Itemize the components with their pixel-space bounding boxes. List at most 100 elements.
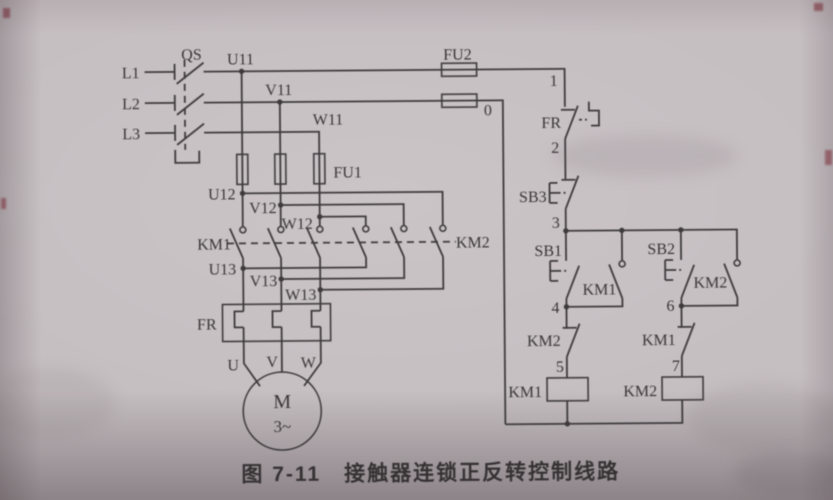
qs-handle [174, 149, 201, 164]
v12-rail [280, 203, 405, 226]
label-km1-aux: KM1 [582, 281, 616, 298]
label-fr-main: FR [197, 317, 217, 334]
label-u12: U12 [208, 186, 236, 203]
km2-coil: KM2 [564, 375, 704, 427]
fr-trip-symbol [587, 101, 600, 127]
label-km1-coil: KM1 [508, 384, 542, 401]
km1-aux-top-dot [619, 227, 625, 234]
fr-nc-blade [560, 105, 579, 140]
km1-interlock-contact: KM1 7 [642, 322, 696, 375]
sb2-actuator [664, 259, 674, 281]
node-3-dot [563, 228, 569, 234]
label-u11: U11 [227, 51, 254, 68]
fu1-fuse-v [273, 153, 287, 185]
motor-circle [242, 371, 323, 451]
sb1-actuator [549, 259, 559, 282]
label-km2-interlock: KM2 [527, 333, 561, 350]
label-u13: U13 [209, 261, 237, 278]
figure-caption: 图 7-11 接触器连锁正反转控制线路 [241, 459, 620, 486]
fu1-fuse-u [235, 153, 249, 186]
qs-switch: QS [173, 47, 205, 164]
sb2-branch-wire [679, 229, 683, 328]
bottom-junction-dot [564, 421, 571, 427]
l1-bus [203, 67, 566, 107]
fuse-fu1: FU1 [235, 71, 362, 227]
node-6-dot [678, 303, 685, 309]
km1-aux-leads [566, 230, 624, 308]
sb2-reverse-button: SB2 [647, 227, 695, 328]
contact-linkage [226, 240, 456, 245]
km2-aux-blade-leads [681, 263, 739, 307]
label-wire-4: 4 [551, 300, 559, 317]
label-km2-coil: KM2 [623, 383, 657, 400]
km1-c2-terminal [277, 225, 285, 234]
label-w13: W13 [285, 287, 316, 304]
fr-thermal-elements: FR [197, 257, 332, 387]
photo-speck [3, 8, 10, 18]
w-lower-run [303, 257, 322, 387]
label-km2-aux: KM2 [693, 275, 727, 292]
label-motor-v: V [266, 354, 278, 371]
label-sb1: SB1 [534, 243, 562, 260]
sb2-top-dot [678, 227, 684, 233]
node-v12-dot [277, 202, 284, 208]
node-w12-dot [317, 214, 323, 220]
km2-aux-terminal [733, 259, 741, 267]
sb1-forward-button: SB1 [534, 243, 580, 300]
km2-aux-contact: KM2 6 [666, 259, 741, 315]
km2-c2-terminal [400, 224, 408, 233]
label-wire-2: 2 [551, 140, 559, 157]
label-km1-interlock: KM1 [642, 332, 676, 349]
label-motor-w: W [301, 355, 317, 372]
km2-coil-box [661, 375, 704, 401]
fu2-fuse-1 [440, 62, 478, 78]
label-km1-main: KM1 [197, 236, 231, 253]
label-qs: QS [181, 47, 202, 64]
label-sb3: SB3 [519, 189, 547, 206]
label-wire-6: 6 [666, 298, 674, 315]
km1-coil: KM1 [508, 376, 589, 402]
fr-box [221, 302, 332, 343]
km2-blades [351, 226, 444, 258]
label-wire-0: 0 [484, 102, 492, 119]
qs-terminals [173, 63, 177, 141]
photo-smudge [688, 382, 833, 452]
l2-bus-and-zero-line [203, 99, 507, 425]
label-fu2: FU2 [443, 47, 472, 64]
node-4-dot [563, 304, 570, 310]
motor: M 3~ U V W [227, 354, 323, 451]
v-lower-run [271, 258, 283, 373]
u-lower-run [233, 258, 261, 387]
control-fr-contact: FR 2 [541, 101, 600, 157]
sb3-actuator [548, 181, 558, 204]
label-w12: W12 [282, 216, 313, 233]
label-wire-1: 1 [550, 73, 558, 90]
label-wire-5: 5 [556, 359, 564, 376]
label-v13: V13 [250, 273, 278, 290]
w12-rail [319, 215, 367, 226]
fuse-fu2: FU2 1 0 [440, 47, 558, 119]
motor-phases: 3~ [273, 417, 291, 436]
km1-c1-terminal [239, 226, 247, 234]
label-sb2: SB2 [647, 241, 675, 258]
qs-linkage [183, 59, 187, 150]
km2-interlock-contact: KM2 5 [527, 323, 581, 376]
km1-coil-box [546, 376, 589, 402]
label-v12: V12 [249, 200, 277, 217]
km1-aux-blade [608, 264, 624, 299]
photo-smudge [0, 368, 115, 438]
left-branch-wire [564, 138, 569, 424]
sb3-stop-button: SB3 3 [519, 175, 580, 234]
label-l1: L1 [122, 65, 140, 82]
km2-interlock-blade [562, 323, 581, 358]
label-l3: L3 [122, 126, 140, 143]
label-fu1: FU1 [333, 164, 362, 181]
qs-blades [176, 61, 205, 146]
label-v11: V11 [265, 82, 292, 99]
bottom-return-wire [505, 355, 684, 426]
return-rails [243, 256, 445, 291]
photo-smudge [735, 452, 833, 497]
bus-lines: U11 V11 W11 [203, 51, 566, 425]
